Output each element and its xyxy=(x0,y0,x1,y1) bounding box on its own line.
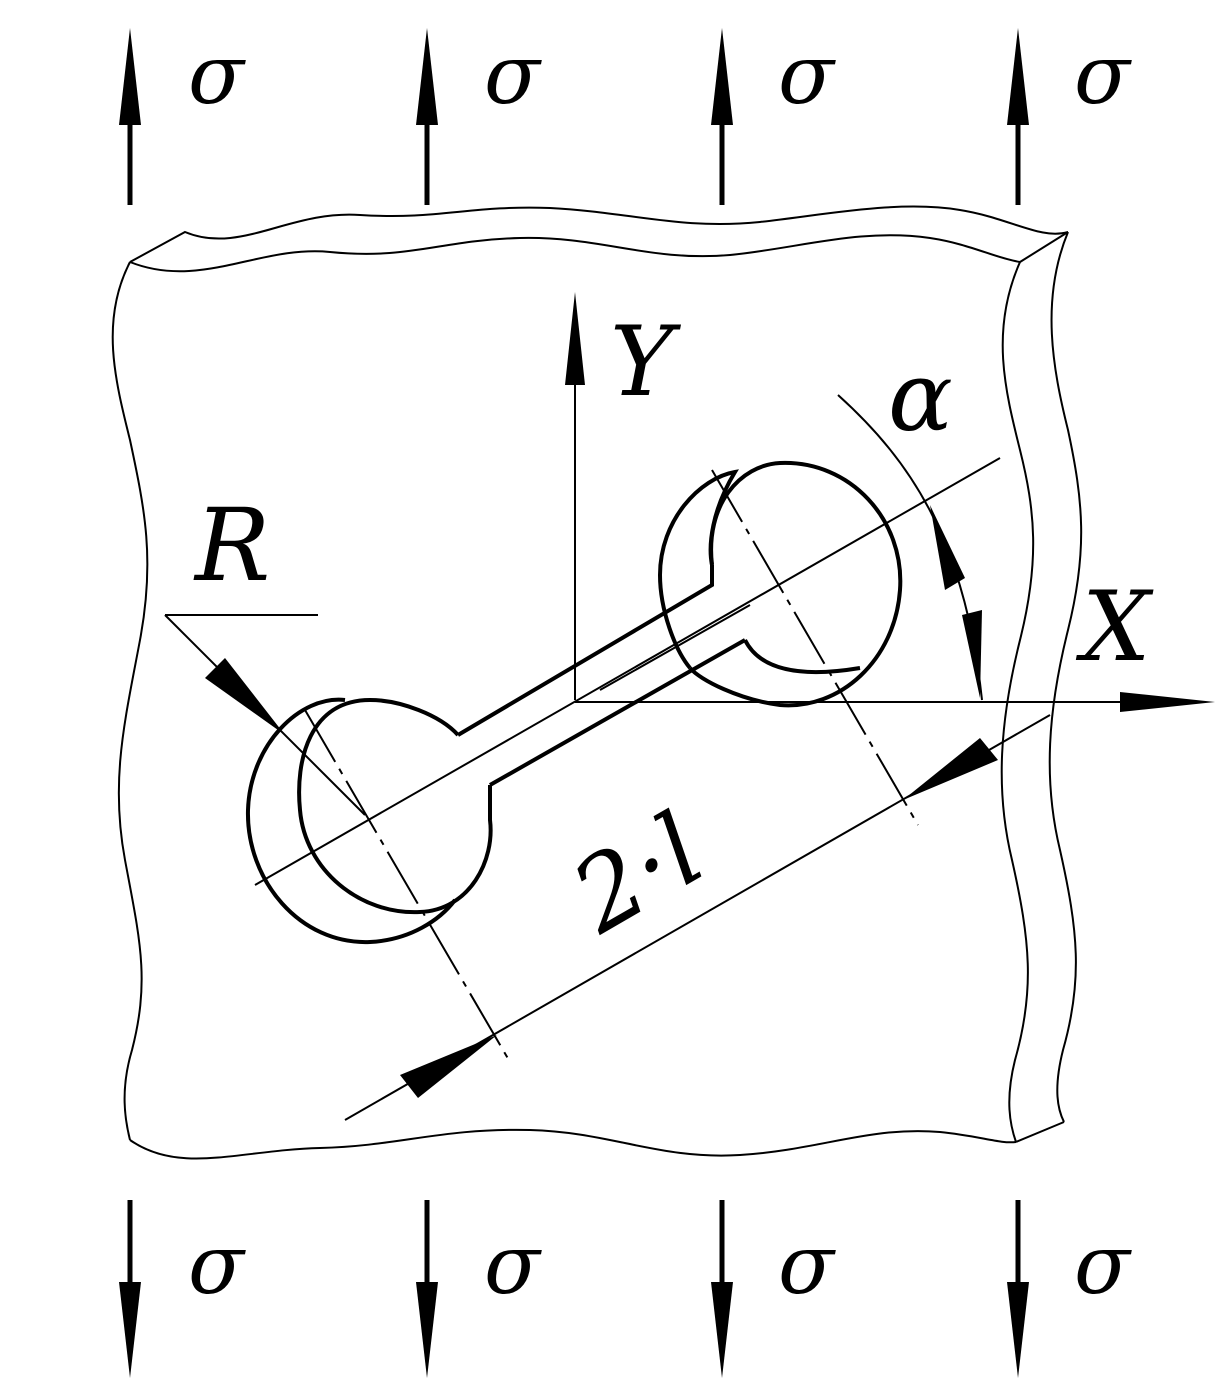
y-axis-arrowhead xyxy=(565,292,585,385)
plate-right-back-edge xyxy=(1048,231,1083,1123)
stress-arrow-down xyxy=(711,1200,733,1378)
stress-arrow-down xyxy=(1007,1200,1029,1378)
crack-center-line xyxy=(599,604,751,691)
left-hole xyxy=(297,697,493,915)
right-hole-shadow xyxy=(657,469,739,670)
angle-arrow-top xyxy=(930,505,965,590)
crack-with-holes xyxy=(245,460,903,945)
axes: Y X xyxy=(565,292,1215,712)
stress-arrow-up xyxy=(416,28,438,205)
x-axis-arrowhead xyxy=(1120,692,1215,712)
plate-bottom-edge xyxy=(129,1128,1017,1160)
stress-arrow-down xyxy=(119,1200,141,1378)
plate-top-back-edge xyxy=(129,205,1069,263)
plate-right-edge xyxy=(1000,261,1035,1143)
crack-axis-line xyxy=(254,457,1001,886)
stress-arrow-up xyxy=(119,28,141,205)
x-axis-label: X xyxy=(1075,571,1154,683)
stress-label: σ xyxy=(484,28,542,123)
left-hole-shadow xyxy=(245,697,457,945)
top-stress-arrows xyxy=(119,28,1029,205)
angle-label: α xyxy=(888,341,953,453)
angle-alpha xyxy=(837,394,983,701)
plate xyxy=(111,205,1083,1160)
construction-lines xyxy=(254,457,1051,1121)
stress-arrow-up xyxy=(711,28,733,205)
stress-label: σ xyxy=(188,28,246,123)
stress-label: σ xyxy=(778,1218,836,1313)
radius-leader xyxy=(164,614,366,816)
length-label: 2·l xyxy=(553,791,723,957)
top-stress-labels: σ σ σ σ xyxy=(188,28,1132,123)
stress-label: σ xyxy=(484,1218,542,1313)
length-dimension-arrows xyxy=(400,738,998,1098)
radius-arrowhead xyxy=(205,658,285,735)
plate-top-edge xyxy=(129,234,1021,273)
right-hole-centerline xyxy=(711,469,919,826)
right-hole-arc xyxy=(743,639,861,675)
radius-label: R xyxy=(193,487,270,604)
bottom-stress-labels: σ σ σ σ xyxy=(188,1218,1132,1313)
right-hole xyxy=(688,460,903,708)
stress-label: σ xyxy=(1074,28,1132,123)
stress-label: σ xyxy=(1074,1218,1132,1313)
length-arrow-upper xyxy=(903,738,998,800)
length-arrow-lower xyxy=(400,1035,497,1098)
crack-slot xyxy=(456,565,714,737)
stress-label: σ xyxy=(188,1218,246,1313)
left-hole-centerline xyxy=(304,709,511,1063)
stress-arrow-up xyxy=(1007,28,1029,205)
stress-arrow-down xyxy=(416,1200,438,1378)
crack-slot-lower xyxy=(489,638,746,787)
y-axis-label: Y xyxy=(610,306,682,418)
plate-left-edge xyxy=(111,261,149,1141)
stress-label: σ xyxy=(778,28,836,123)
angle-arrow-bottom xyxy=(962,610,982,698)
bottom-stress-arrows xyxy=(119,1200,1029,1378)
